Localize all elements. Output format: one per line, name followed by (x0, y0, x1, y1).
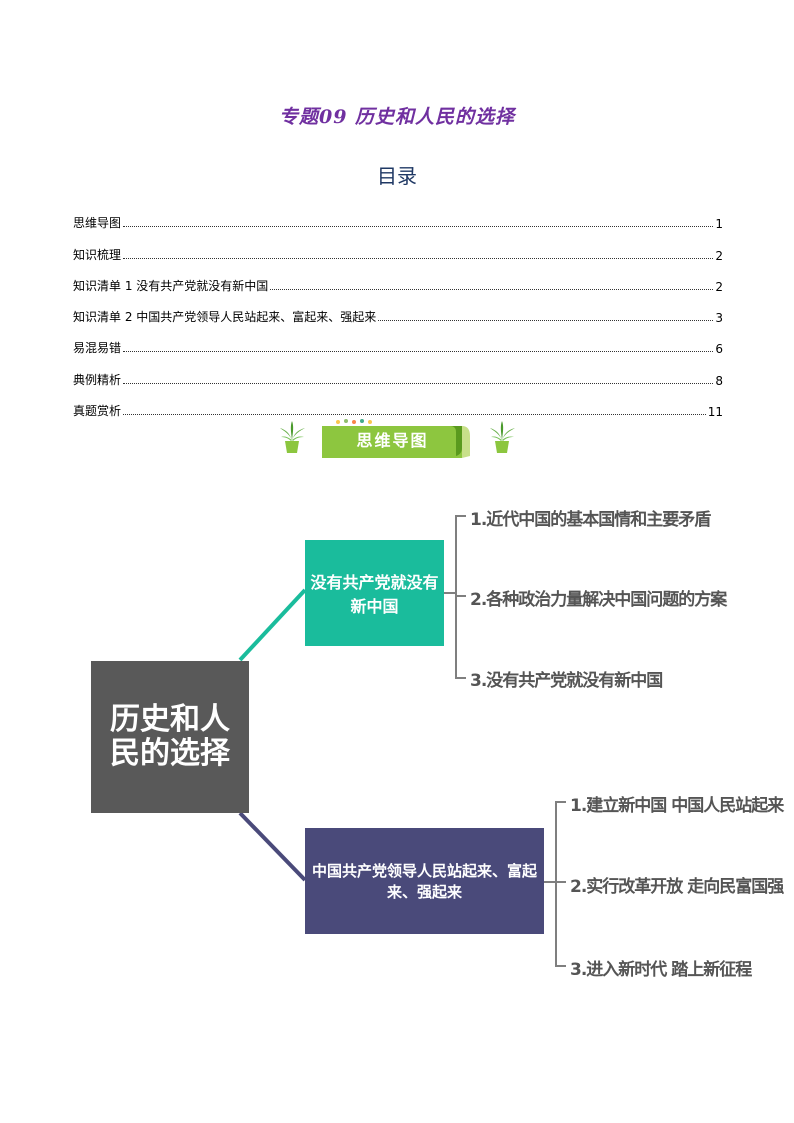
mindmap-leaf: 3.进入新时代 踏上新征程 (570, 960, 752, 980)
toc-leader-dots (270, 288, 714, 290)
toc-entry-label: 典例精析 (73, 372, 122, 387)
toc-entry-page: 1 (715, 217, 723, 232)
section-banner-label: 思维导图 (356, 431, 429, 450)
mindmap-branch-node: 中国共产党领导人民站起来、富起来、强起来 (305, 828, 544, 934)
toc-entry[interactable]: 易混易错 6 (73, 325, 723, 356)
mindmap-leaf: 2.实行改革开放 走向民富国强 (570, 877, 784, 897)
toc-entry[interactable]: 思维导图 1 (73, 200, 723, 231)
mindmap-branch-label: 没有共产党就没有新中国 (310, 573, 439, 616)
toc-heading: 目录 (377, 164, 417, 188)
toc-entry-page: 2 (715, 248, 723, 263)
toc-entry[interactable]: 典例精析 8 (73, 356, 723, 388)
toc-entry-page: 6 (715, 342, 723, 357)
toc-leader-dots (123, 382, 714, 384)
mindmap-leaf: 2.各种政治力量解决中国问题的方案 (470, 590, 727, 610)
toc-leader-dots (378, 319, 714, 322)
potted-plant-icon (280, 421, 305, 453)
toc-entry[interactable]: 真题赏析 11 (73, 388, 723, 419)
mindmap-branch-label: 中国共产党领导人民站起来、富起来、强起来 (311, 862, 537, 901)
potted-plant-icon (490, 421, 515, 453)
toc-entry[interactable]: 知识清单 1 没有共产党就没有新中国 2 (73, 263, 723, 294)
section-banner (322, 419, 470, 458)
toc-entry-label: 知识清单 1 没有共产党就没有新中国 (73, 278, 269, 293)
toc-entry[interactable]: 知识清单 2 中国共产党领导人民站起来、富起来、强起来 3 (73, 294, 723, 325)
toc-entry-page: 11 (707, 405, 723, 420)
connector-bottom (238, 811, 307, 882)
toc-entry-label: 易混易错 (73, 341, 122, 356)
toc-entry-label: 真题赏析 (73, 404, 122, 419)
document-title: 专题09 历史和人民的选择 (278, 106, 516, 128)
toc-entry-page: 8 (715, 373, 723, 388)
toc-leader-dots (123, 350, 714, 353)
toc-entry-page: 3 (715, 311, 723, 326)
toc-entry-label: 知识清单 2 中国共产党领导人民站起来、富起来、强起来 (73, 310, 377, 325)
toc-leader-dots (123, 225, 714, 228)
connector-top (238, 588, 307, 662)
mindmap-root-node: 历史和人民的选择 (91, 661, 249, 813)
toc-entry[interactable]: 知识梳理 2 (73, 231, 723, 263)
toc-entry-label: 知识梳理 (73, 247, 122, 262)
mindmap-root-label: 历史和人民的选择 (110, 702, 230, 771)
mindmap-leaf: 1.近代中国的基本国情和主要矛盾 (470, 510, 711, 530)
mindmap-leaf: 1.建立新中国 中国人民站起来 (570, 796, 784, 816)
mind-map-connectors (238, 515, 566, 967)
mindmap-leaf: 3.没有共产党就没有新中国 (470, 671, 663, 691)
table-of-contents: 思维导图 1 知识梳理 2 知识清单 1 没有共产党就没有新中国 2 知识清单 … (73, 200, 723, 419)
toc-entry-page: 2 (715, 279, 723, 294)
toc-entry-label: 思维导图 (73, 216, 122, 231)
toc-leader-dots (123, 413, 706, 416)
mindmap-branch-node: 没有共产党就没有新中国 (305, 540, 444, 646)
toc-leader-dots (123, 257, 714, 259)
